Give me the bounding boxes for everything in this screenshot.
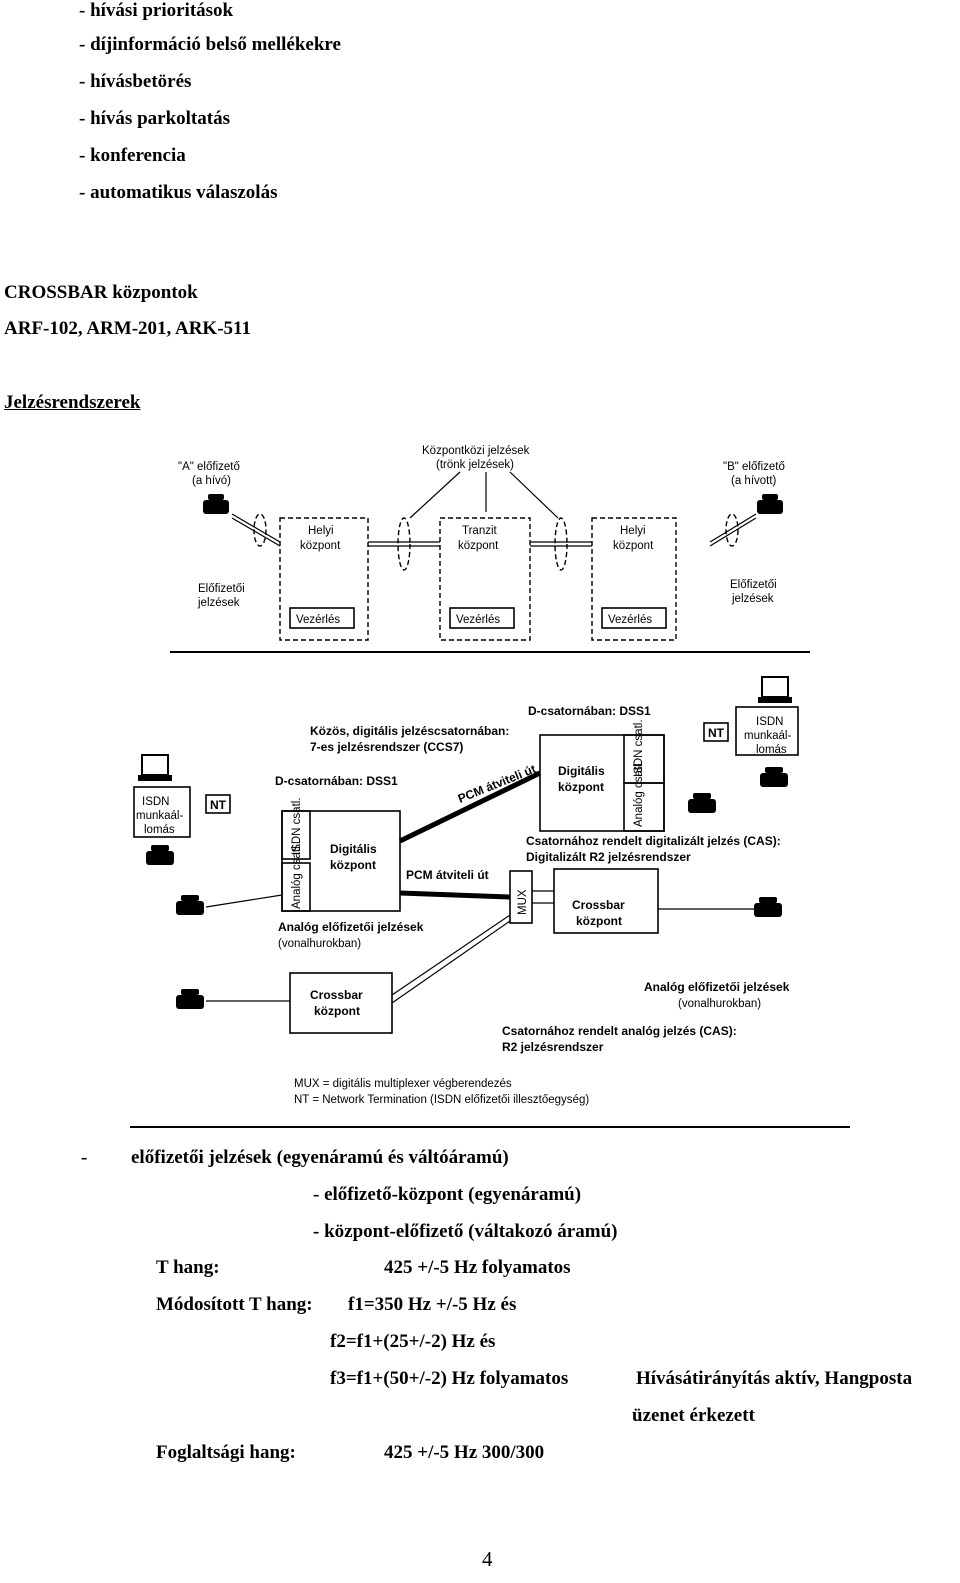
phone-icon <box>760 767 788 787</box>
phone-icon <box>146 845 174 865</box>
signaling-overview-diagram: "A" előfizető (a hívó) "B" előfizető (a … <box>170 445 810 653</box>
list-item: - konferencia <box>79 145 186 166</box>
local-exchange-1-label: Helyi <box>308 525 334 537</box>
computer-icon <box>138 754 172 781</box>
analog-signals-left: Analóg előfizetői jelzések <box>278 920 424 934</box>
modified-tone-note-2: üzenet érkezett <box>632 1405 755 1426</box>
crossbar-models: ARF-102, ARM-201, ARK-511 <box>4 318 251 339</box>
computer-icon <box>758 676 792 703</box>
a-subscriber-sub: (a hívó) <box>192 475 231 487</box>
nt-label: NT <box>708 726 725 740</box>
isdn-workstation-left-sub: munkaál- <box>136 810 183 822</box>
interexchange-sub: (trönk jelzések) <box>436 459 514 471</box>
subscriber-signals: előfizetői jelzések (egyenáramú és váltó… <box>131 1147 509 1168</box>
local-exchange-2-sub: központ <box>613 540 654 552</box>
analog-port-label: Analóg csatl. <box>633 761 645 827</box>
list-item: - hívásbetörés <box>79 71 192 92</box>
crossbar-exchange-right: Crossbar <box>572 898 625 912</box>
page-number: 4 <box>482 1547 493 1571</box>
exchange-to-subscriber: - központ-előfizető (váltakozó áramú) <box>313 1221 618 1242</box>
control-label: Vezérlés <box>608 614 652 626</box>
busy-tone-value: 425 +/-5 Hz 300/300 <box>384 1442 545 1463</box>
local-exchange-1-sub: központ <box>300 540 341 552</box>
modified-tone-f2: f2=f1+(25+/-2) Hz és <box>330 1331 496 1352</box>
list-item: - hívási prioritások <box>79 0 234 21</box>
b-subscriber-sub: (a hívott) <box>731 475 777 487</box>
crossbar-exchange-left-sub: központ <box>314 1004 360 1018</box>
digital-exchange-left-sub: központ <box>330 858 376 872</box>
dchannel-top-label: D-csatornában: DSS1 <box>528 704 651 718</box>
t-tone-label: T hang: <box>156 1257 220 1278</box>
phone-icon <box>176 989 204 1009</box>
crossbar-exchange-right-sub: központ <box>576 914 622 928</box>
modified-tone-note: Hívásátirányítás aktív, Hangposta <box>636 1368 913 1389</box>
subscriber-signals-left-sub: jelzések <box>197 597 240 609</box>
control-label: Vezérlés <box>296 614 340 626</box>
local-exchange-2-label: Helyi <box>620 525 646 537</box>
cas-analog-label: Csatornához rendelt analóg jelzés (CAS): <box>502 1024 737 1038</box>
list-item: - díjinformáció belső mellékekre <box>79 34 341 55</box>
analog-signals-right: Analóg előfizetői jelzések <box>644 980 790 994</box>
modified-tone-f1: f1=350 Hz +/-5 Hz és <box>348 1294 517 1315</box>
ccs7-label: 7-es jelzésrendszer (CCS7) <box>310 740 463 754</box>
subscriber-signals-right: Előfizetői <box>730 579 777 591</box>
busy-tone-label: Foglaltsági hang: <box>156 1442 296 1463</box>
common-channel-label: Közös, digitális jelzéscsatornában: <box>310 724 509 738</box>
analog-signals-left-sub: (vonalhurokban) <box>278 938 361 950</box>
subscriber-signals-right-sub: jelzések <box>731 593 774 605</box>
digital-exchange-right: Digitális <box>558 764 605 778</box>
isdn-port-label: ISDN csatl. <box>633 719 645 777</box>
signaling-heading: Jelzésrendszerek <box>4 392 141 413</box>
isdn-workstation-left: ISDN <box>142 796 169 808</box>
a-subscriber-label: "A" előfizető <box>178 461 240 473</box>
control-label: Vezérlés <box>456 614 500 626</box>
network-signaling-diagram: D-csatornában: DSS1 Közös, digitális jel… <box>130 676 850 1128</box>
subscriber-to-exchange: - előfizető-központ (egyenáramú) <box>313 1184 582 1205</box>
isdn-workstation-left-sub2: lomás <box>144 824 175 836</box>
phone-icon <box>203 494 229 514</box>
digital-exchange-right-sub: központ <box>558 780 604 794</box>
phone-icon <box>757 494 783 514</box>
list-item: - hívás parkoltatás <box>79 108 230 129</box>
pcm-path-label: PCM átviteli út <box>456 762 538 806</box>
nt-label: NT <box>210 798 227 812</box>
t-tone-value: 425 +/-5 Hz folyamatos <box>384 1257 571 1278</box>
dchannel-left-label: D-csatornában: DSS1 <box>275 774 398 788</box>
digital-exchange-left: Digitális <box>330 842 377 856</box>
isdn-workstation-right: ISDN <box>756 716 783 728</box>
bullet-dash: - <box>81 1147 88 1168</box>
legend-mux: MUX = digitális multiplexer végberendezé… <box>294 1078 512 1090</box>
transit-exchange-sub: központ <box>458 540 499 552</box>
r2-analog-label: R2 jelzésrendszer <box>502 1040 604 1054</box>
legend-nt: NT = Network Termination (ISDN előfizető… <box>294 1094 589 1106</box>
isdn-port-label: ISDN csatl. <box>291 797 303 855</box>
cas-digital-label: Csatornához rendelt digitalizált jelzés … <box>526 834 781 848</box>
crossbar-exchange-left: Crossbar <box>310 988 363 1002</box>
r2-digital-label: Digitalizált R2 jelzésrendszer <box>526 850 691 864</box>
subscriber-signals-left: Előfizetői <box>198 583 245 595</box>
phone-icon <box>688 793 716 813</box>
b-subscriber-label: "B" előfizető <box>723 461 785 473</box>
analog-signals-right-sub: (vonalhurokban) <box>678 998 761 1010</box>
interexchange-label: Központközi jelzések <box>422 445 530 457</box>
modified-tone-f3: f3=f1+(50+/-2) Hz folyamatos <box>330 1368 569 1389</box>
transit-exchange-label: Tranzit <box>462 525 498 537</box>
modified-tone-label: Módosított T hang: <box>156 1294 313 1315</box>
isdn-workstation-right-sub2: lomás <box>756 744 787 756</box>
mux-label: MUX <box>517 889 529 915</box>
isdn-workstation-right-sub: munkaál- <box>744 730 791 742</box>
crossbar-title: CROSSBAR központok <box>4 282 198 303</box>
list-item: - automatikus válaszolás <box>79 182 278 203</box>
pcm-path-label-2: PCM átviteli út <box>406 868 489 882</box>
phone-icon <box>754 897 782 917</box>
phone-icon <box>176 895 204 915</box>
analog-port-label: Analóg csatl. <box>291 843 303 909</box>
